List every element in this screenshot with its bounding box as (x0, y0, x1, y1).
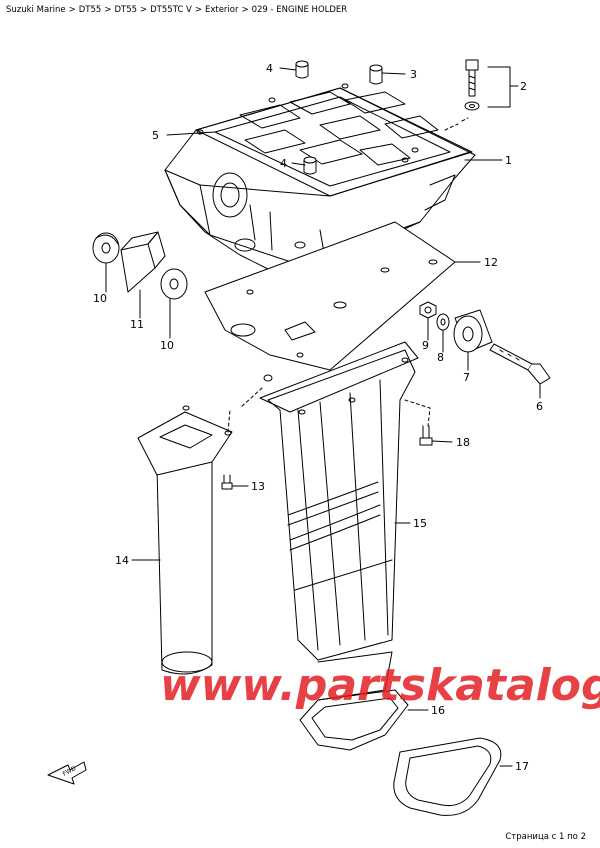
breadcrumb-item[interactable]: DT55 (78, 5, 102, 15)
pin-part[interactable] (295, 60, 309, 79)
rubber-mount-part[interactable] (92, 232, 120, 264)
callout-5[interactable]: 5 (152, 129, 159, 142)
pin-part[interactable] (303, 156, 317, 175)
callout-13[interactable]: 13 (251, 480, 265, 493)
callouts: 4 3 2 5 4 1 12 10 11 10 9 8 7 6 18 13 15… (93, 62, 543, 773)
breadcrumb-item[interactable]: Suzuki Marine (6, 5, 66, 15)
breadcrumb-current: 029 - ENGINE HOLDER (251, 5, 348, 15)
engine-holder-part[interactable] (164, 83, 476, 293)
callout-18[interactable]: 18 (456, 436, 470, 449)
washer-part[interactable] (436, 313, 450, 331)
callout-7[interactable]: 7 (463, 371, 470, 384)
seal-part[interactable] (299, 651, 409, 751)
bolt-washer-part[interactable] (444, 59, 480, 131)
dowel-pin-part[interactable] (369, 64, 383, 85)
rubber-seal-part[interactable] (393, 737, 502, 816)
breadcrumb-item[interactable]: DT55 (114, 5, 138, 15)
watermark: www.partskatalog.ru (160, 660, 600, 711)
callout-4[interactable]: 4 (266, 62, 273, 75)
page-indicator: Страница с 1 по 2 (505, 832, 586, 842)
fwd-arrow-icon (47, 761, 87, 785)
breadcrumb-item[interactable]: Exterior (204, 5, 239, 15)
callout-16[interactable]: 16 (431, 704, 445, 717)
nut-part[interactable] (419, 301, 437, 319)
bolt-part[interactable] (489, 343, 551, 385)
breadcrumb-item[interactable]: DT55TC V (150, 5, 192, 15)
callout-3[interactable]: 3 (410, 68, 417, 81)
drive-shaft-housing-part[interactable] (259, 341, 419, 661)
callout-10[interactable]: 10 (160, 339, 174, 352)
callout-11[interactable]: 11 (130, 318, 144, 331)
callout-9[interactable]: 9 (422, 339, 429, 352)
mount-cushion-part[interactable] (120, 231, 166, 293)
gasket-part[interactable] (204, 221, 456, 371)
callout-8[interactable]: 8 (437, 351, 444, 364)
exhaust-tube-part[interactable] (137, 405, 233, 675)
callout-6[interactable]: 6 (536, 400, 543, 413)
callout-2[interactable]: 2 (520, 80, 527, 93)
callout-1[interactable]: 1 (505, 154, 512, 167)
leader-lines (105, 66, 541, 767)
callout-10[interactable]: 10 (93, 292, 107, 305)
callout-14[interactable]: 14 (115, 554, 129, 567)
callout-12[interactable]: 12 (484, 256, 498, 269)
bolt-part[interactable] (221, 474, 233, 490)
rubber-mount-part[interactable] (160, 268, 188, 300)
callout-4[interactable]: 4 (280, 157, 287, 170)
bolt-part[interactable] (419, 425, 433, 446)
callout-15[interactable]: 15 (413, 517, 427, 530)
breadcrumb: Suzuki Marine>DT55>DT55>DT55TC V>Exterio… (6, 5, 348, 15)
mount-bushing-part[interactable] (453, 309, 493, 353)
callout-17[interactable]: 17 (515, 760, 529, 773)
